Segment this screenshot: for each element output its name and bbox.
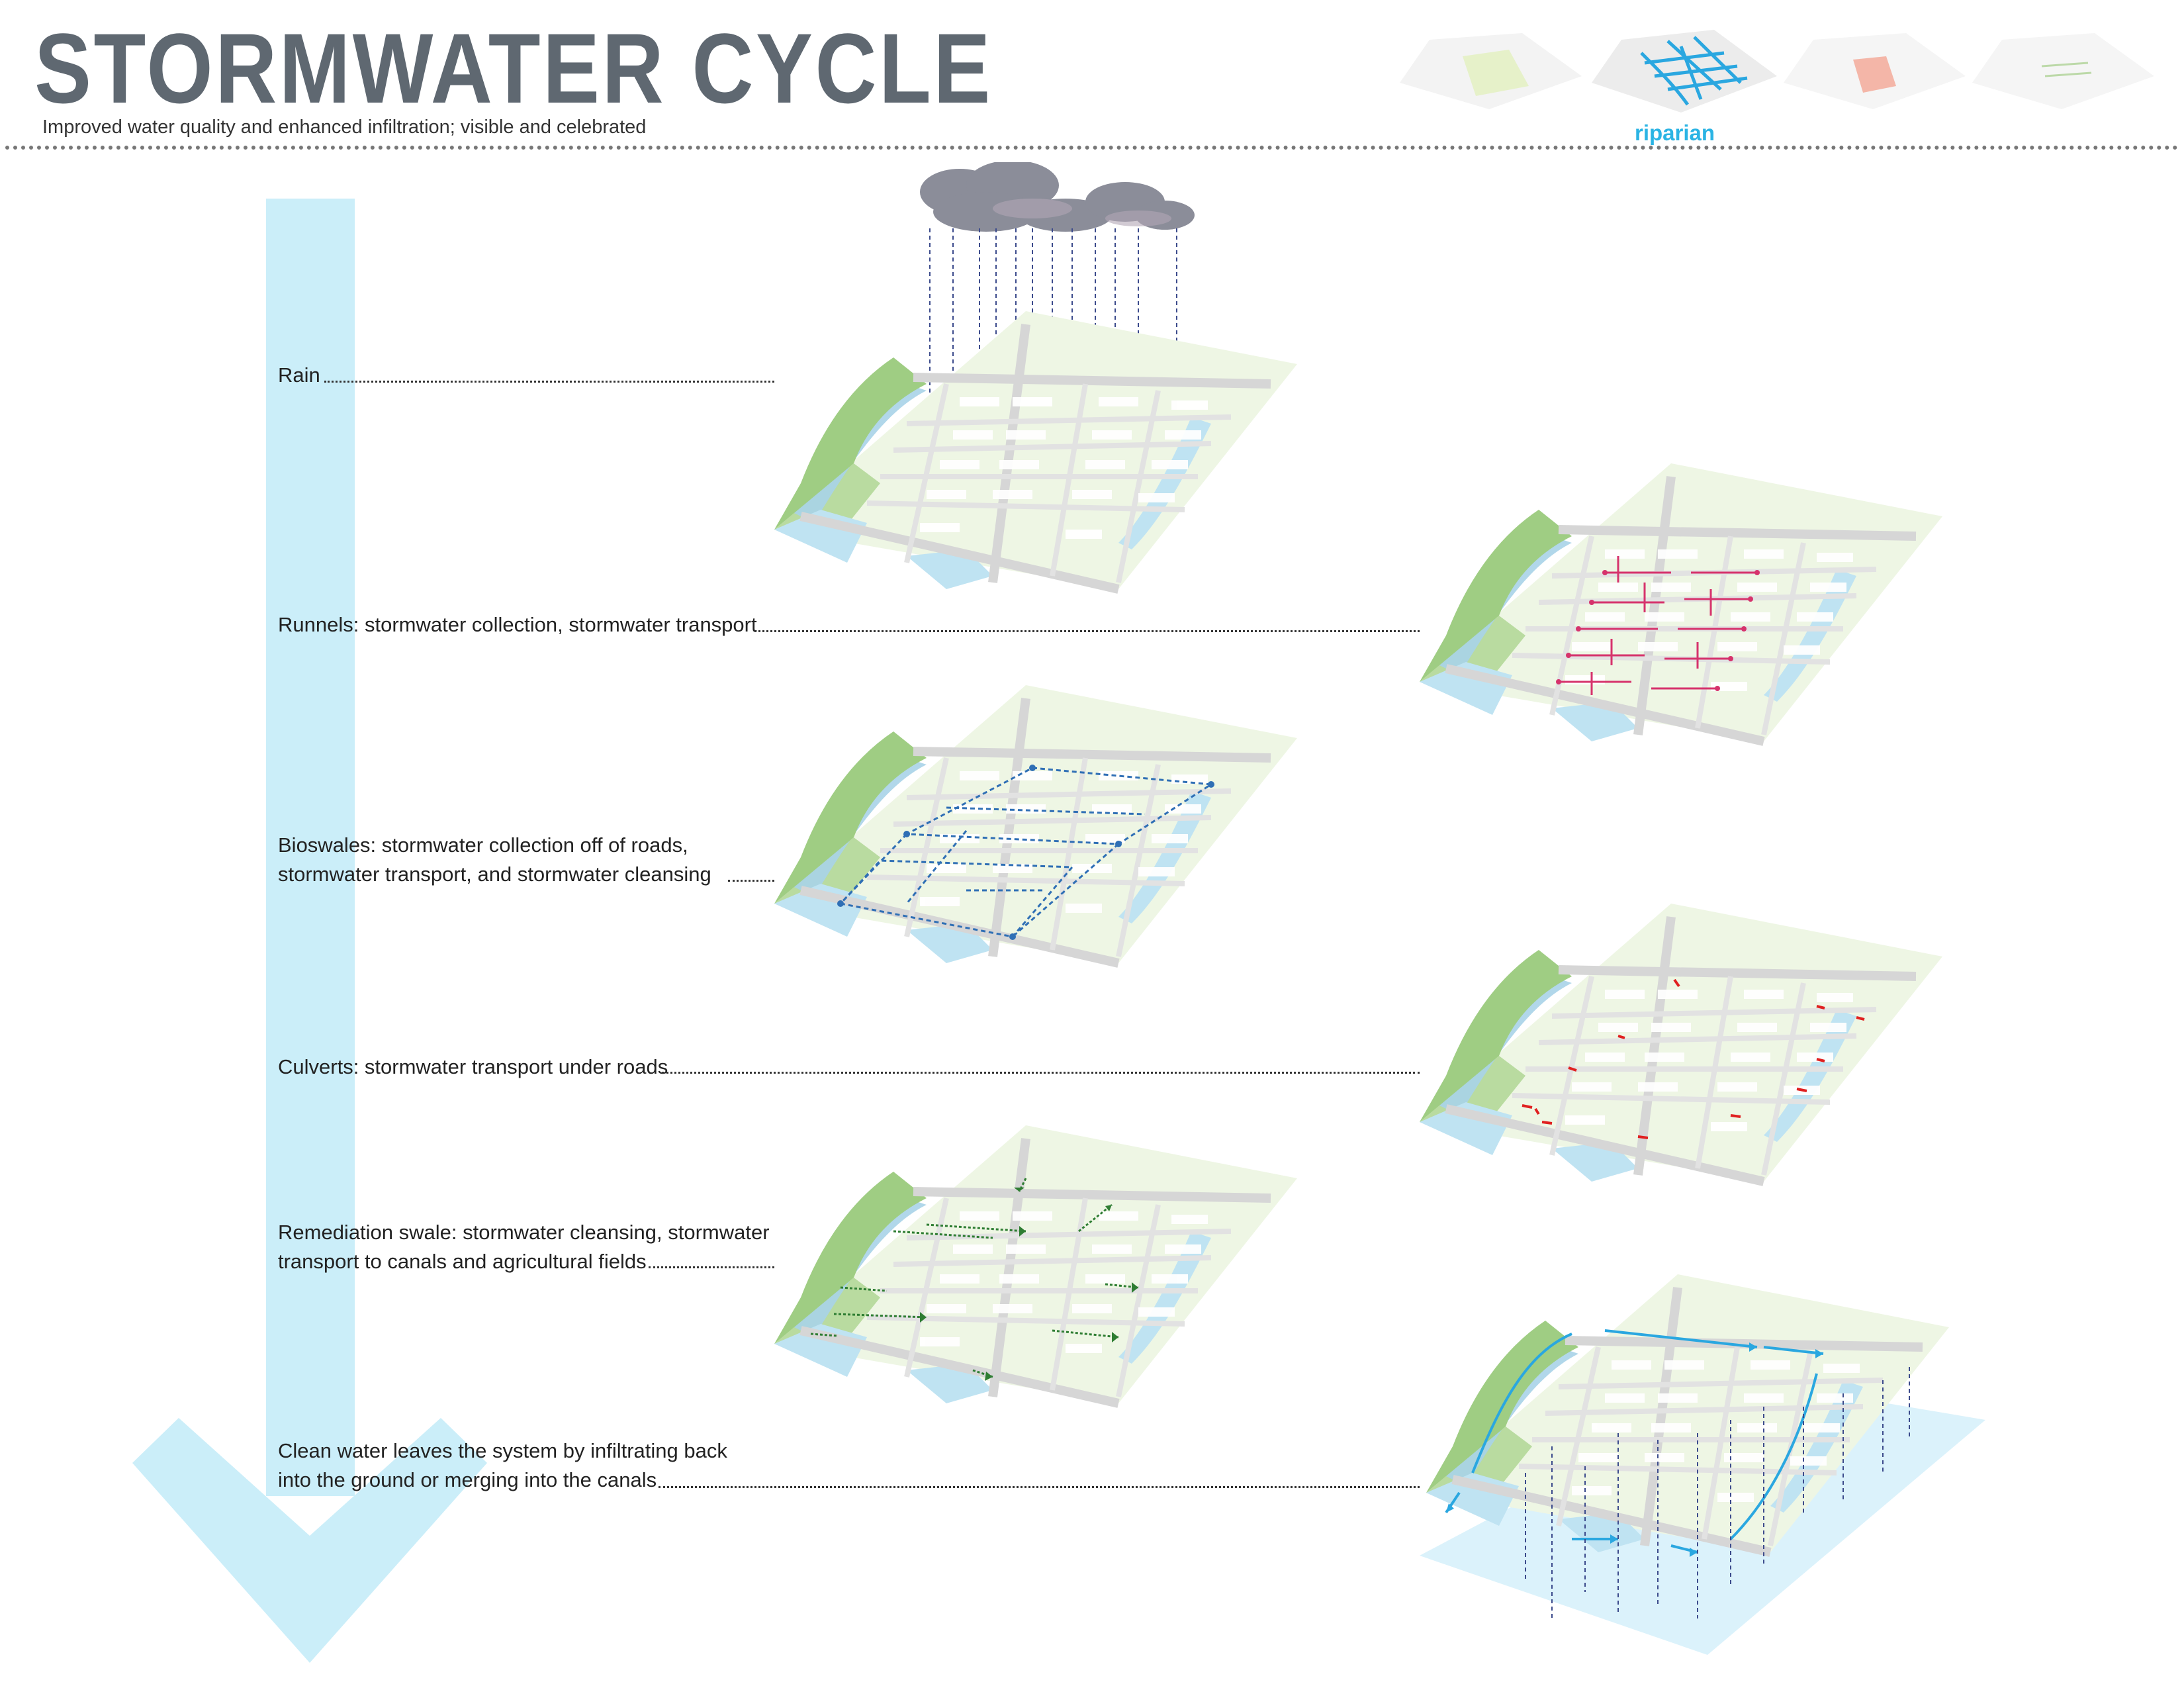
step-label-remediation: Remediation swale: stormwater cleansing,… [278, 1218, 770, 1276]
page-subtitle: Improved water quality and enhanced infi… [42, 117, 647, 138]
step-text-line-2: transport to canals and agricultural fie… [278, 1250, 647, 1273]
page-title: STORMWATER CYCLE [34, 13, 993, 124]
leader-runnels [754, 630, 1420, 632]
step-text-line-2: into the ground or merging into the cana… [278, 1468, 657, 1491]
leader-clean-water [659, 1486, 1420, 1488]
step-text: Rain [278, 363, 320, 387]
bioswales-neighborhood-map [774, 685, 1343, 983]
urban-blocks-thumbnail-icon[interactable] [1780, 30, 1972, 113]
clean-water-neighborhood-map [1420, 1274, 1985, 1655]
agriculture-thumbnail-icon[interactable] [1969, 30, 2161, 113]
step-text: Runnels: stormwater collection, stormwat… [278, 613, 757, 636]
green-space-thumbnail-icon[interactable] [1396, 30, 1588, 113]
leader-culverts [662, 1072, 1420, 1074]
flow-arrow-shaft [266, 199, 355, 1496]
step-text-line-1: Bioswales: stormwater collection off of … [278, 833, 688, 857]
step-label-culverts: Culverts: stormwater transport under roa… [278, 1053, 668, 1082]
runnels-neighborhood-map [1420, 463, 1989, 761]
step-text-line-1: Clean water leaves the system by infiltr… [278, 1439, 727, 1462]
culverts-neighborhood-map [1420, 904, 1989, 1201]
step-label-rain: Rain [278, 361, 320, 390]
leader-rain [324, 381, 774, 383]
step-label-runnels: Runnels: stormwater collection, stormwat… [278, 610, 757, 639]
remediation-swale-neighborhood-map [774, 1125, 1343, 1423]
step-text-line-1: Remediation swale: stormwater cleansing,… [278, 1221, 770, 1244]
leader-remediation [649, 1266, 774, 1268]
step-text: Culverts: stormwater transport under roa… [278, 1055, 668, 1078]
leader-bioswales [728, 880, 774, 882]
header-divider [5, 146, 2179, 150]
rain-neighborhood-map [774, 311, 1337, 602]
step-label-bioswales: Bioswales: stormwater collection off of … [278, 831, 711, 889]
step-label-clean-water: Clean water leaves the system by infiltr… [278, 1436, 727, 1495]
riparian-network-thumbnail-icon[interactable] [1588, 26, 1780, 116]
active-theme-label: riparian [1635, 120, 1715, 145]
step-text-line-2: stormwater transport, and stormwater cle… [278, 863, 711, 886]
